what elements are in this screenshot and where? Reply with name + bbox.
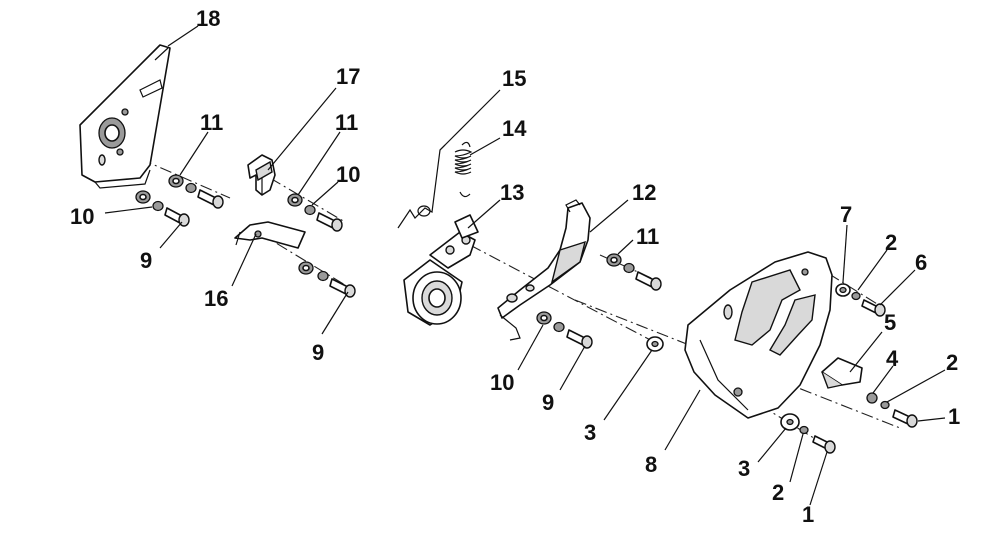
callout-1-b: 1 <box>802 502 814 527</box>
callout-12: 12 <box>632 180 656 205</box>
part-3-washer <box>646 336 664 352</box>
callout-10-a: 10 <box>336 162 360 187</box>
fasteners-group-g <box>780 413 836 454</box>
callout-9-a: 9 <box>140 248 152 273</box>
part-12-main-bracket <box>497 199 591 341</box>
part-13-idler-pulley <box>403 214 479 326</box>
callout-1-a: 1 <box>948 404 960 429</box>
callout-10-b: 10 <box>70 204 94 229</box>
part-8-belt-guard <box>684 251 833 419</box>
callout-11-a: 11 <box>200 110 223 135</box>
fasteners-group-c <box>298 261 356 298</box>
callout-11-b: 11 <box>335 110 358 135</box>
callout-5: 5 <box>884 310 896 335</box>
callout-13: 13 <box>500 180 524 205</box>
callout-14: 14 <box>502 116 527 141</box>
callout-10-c: 10 <box>490 370 514 395</box>
leader-lines <box>104 25 946 506</box>
fasteners-group-b <box>287 193 343 232</box>
callout-2-a: 2 <box>885 230 897 255</box>
part-14-spring <box>454 141 473 198</box>
callout-2-b: 2 <box>946 350 958 375</box>
part-5-bracket <box>821 357 863 389</box>
fasteners-group-d <box>536 253 662 349</box>
callout-11-c: 11 <box>636 224 659 249</box>
callout-18: 18 <box>196 6 220 31</box>
callout-7: 7 <box>840 202 852 227</box>
fasteners-group-a <box>135 174 224 227</box>
callout-3-a: 3 <box>584 420 596 445</box>
part-16-clip <box>234 221 306 249</box>
callout-4: 4 <box>886 346 899 371</box>
callout-16: 16 <box>204 286 228 311</box>
callout-2-c: 2 <box>772 480 784 505</box>
callout-15: 15 <box>502 66 526 91</box>
callout-numbers: 18 17 15 14 11 11 10 10 9 13 12 11 16 9 … <box>70 6 960 527</box>
callout-3-b: 3 <box>738 456 750 481</box>
part-15-rod <box>397 144 446 229</box>
callout-9-c: 9 <box>542 390 554 415</box>
callout-17: 17 <box>336 64 360 89</box>
fasteners-group-f <box>866 392 918 428</box>
fasteners-group-e <box>835 283 886 317</box>
part-18-bracket-plate <box>79 44 171 189</box>
callout-8: 8 <box>645 452 657 477</box>
part-17-small-bracket <box>247 154 276 196</box>
callout-6: 6 <box>915 250 927 275</box>
callout-9-b: 9 <box>312 340 324 365</box>
